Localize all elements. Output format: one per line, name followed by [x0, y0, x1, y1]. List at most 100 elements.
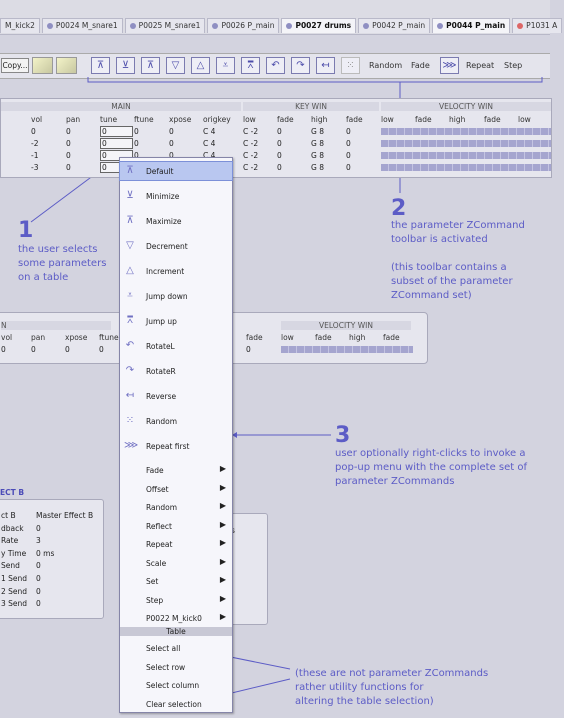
table-cell[interactable]: 0: [100, 150, 133, 161]
effect-param-value[interactable]: 0: [36, 599, 41, 609]
velocity-bar[interactable]: [381, 140, 551, 147]
copy-button[interactable]: Copy...: [1, 58, 29, 73]
column-header[interactable]: pan: [31, 333, 46, 342]
submenu-fade[interactable]: Fade▶: [120, 461, 232, 479]
table-cell[interactable]: 0: [346, 139, 351, 148]
column-header[interactable]: ftune: [134, 115, 154, 124]
submenu-p0022-m_kick0[interactable]: P0022 M_kick0▶: [120, 609, 232, 627]
reverse-icon[interactable]: ↤: [316, 57, 335, 74]
open-cube-icon[interactable]: [56, 57, 77, 74]
cube-icon[interactable]: [32, 57, 53, 74]
menu-item-jump-down[interactable]: ⩡Jump down: [120, 287, 232, 305]
menu-item-select-all[interactable]: Select all: [120, 639, 232, 657]
effect-param-value[interactable]: Master Effect B: [36, 511, 94, 520]
menu-item-reverse[interactable]: ↤Reverse: [120, 387, 232, 405]
column-header[interactable]: xpose: [169, 115, 192, 124]
table-cell[interactable]: C 4: [203, 139, 216, 148]
table-cell[interactable]: C -2: [243, 151, 259, 160]
jump-down-icon[interactable]: ⩡: [216, 57, 235, 74]
submenu-set[interactable]: Set▶: [120, 572, 232, 590]
tab-3[interactable]: P0026 P_main: [207, 18, 280, 33]
table-cell[interactable]: 0: [134, 151, 139, 160]
column-header[interactable]: high: [311, 115, 328, 124]
table-cell[interactable]: 0: [134, 139, 139, 148]
menu-item-rotater[interactable]: ↷RotateR: [120, 362, 232, 380]
menu-item-minimize[interactable]: ⊻Minimize: [120, 187, 232, 205]
table-cell[interactable]: C -2: [243, 139, 259, 148]
repeat-label[interactable]: Repeat: [466, 61, 495, 70]
table-cell[interactable]: 0: [66, 151, 71, 160]
menu-item-repeat-first[interactable]: ⋙Repeat first: [120, 437, 232, 455]
random-label[interactable]: Random: [369, 61, 403, 70]
column-header[interactable]: high: [349, 333, 366, 342]
tab-6[interactable]: P0044 P_main: [432, 18, 511, 33]
column-header[interactable]: origkey: [203, 115, 231, 124]
menu-item-decrement[interactable]: ▽Decrement: [120, 237, 232, 255]
table-cell[interactable]: 0: [66, 139, 71, 148]
column-header[interactable]: fade: [484, 115, 501, 124]
submenu-offset[interactable]: Offset▶: [120, 480, 232, 498]
velocity-bar[interactable]: [381, 152, 551, 159]
maximize-icon[interactable]: ⊼: [141, 57, 160, 74]
table-cell[interactable]: -1: [31, 151, 39, 160]
table-cell[interactable]: 0: [246, 345, 251, 354]
submenu-reflect[interactable]: Reflect▶: [120, 517, 232, 535]
table-cell[interactable]: 0: [169, 139, 174, 148]
submenu-step[interactable]: Step▶: [120, 591, 232, 609]
menu-item-increment[interactable]: △Increment: [120, 262, 232, 280]
table-cell[interactable]: G 8: [311, 163, 324, 172]
menu-item-select-row[interactable]: Select row: [120, 658, 232, 676]
fade-label[interactable]: Fade: [411, 61, 430, 70]
rotate-right-icon[interactable]: ↷: [291, 57, 310, 74]
velocity-bar[interactable]: [381, 164, 551, 171]
velocity-bar[interactable]: [381, 128, 551, 135]
table-cell[interactable]: 0: [100, 126, 133, 137]
table-cell[interactable]: -3: [31, 163, 39, 172]
default-icon[interactable]: ⊼: [91, 57, 110, 74]
table-cell[interactable]: 0: [100, 138, 133, 149]
column-header[interactable]: low: [381, 115, 394, 124]
effect-param-value[interactable]: 0: [36, 586, 41, 596]
column-header[interactable]: low: [281, 333, 294, 342]
rotate-left-icon[interactable]: ↶: [266, 57, 285, 74]
column-header[interactable]: low: [518, 115, 531, 124]
column-header[interactable]: vol: [31, 115, 43, 124]
menu-item-default[interactable]: ⊼Default: [119, 161, 233, 181]
table-cell[interactable]: 0: [31, 345, 36, 354]
table-cell[interactable]: 0: [66, 163, 71, 172]
column-header[interactable]: xpose: [65, 333, 88, 342]
minimize-icon[interactable]: ⊻: [116, 57, 135, 74]
menu-item-clear-selection[interactable]: Clear selection: [120, 695, 232, 713]
step-label[interactable]: Step: [504, 61, 523, 70]
submenu-repeat[interactable]: Repeat▶: [120, 535, 232, 553]
random-icon[interactable]: ⁙: [341, 57, 360, 74]
table-cell[interactable]: 0: [1, 345, 6, 354]
tab-1[interactable]: P0024 M_snare1: [41, 18, 123, 33]
tab-2[interactable]: P0025 M_snare1: [124, 18, 206, 33]
menu-item-random[interactable]: ⁙Random: [120, 412, 232, 430]
column-header[interactable]: fade: [383, 333, 400, 342]
table-cell[interactable]: 0: [169, 127, 174, 136]
column-header[interactable]: fade: [246, 333, 263, 342]
effect-param-value[interactable]: 0: [36, 561, 41, 571]
table-cell[interactable]: -2: [31, 139, 39, 148]
table-cell[interactable]: 0: [346, 127, 351, 136]
table-cell[interactable]: 0: [31, 127, 36, 136]
column-header[interactable]: fade: [277, 115, 294, 124]
column-header[interactable]: fade: [346, 115, 363, 124]
submenu-scale[interactable]: Scale▶: [120, 554, 232, 572]
tab-5[interactable]: P0042 P_main: [358, 18, 431, 33]
table-cell[interactable]: 0: [66, 127, 71, 136]
tab-7[interactable]: P1031 A: [512, 18, 563, 33]
table-cell[interactable]: G 8: [311, 139, 324, 148]
effect-param-value[interactable]: 3: [36, 536, 41, 546]
column-header[interactable]: vol: [1, 333, 13, 342]
table-cell[interactable]: C -2: [243, 127, 259, 136]
column-header[interactable]: ftune: [99, 333, 119, 342]
table-cell[interactable]: 0: [277, 127, 282, 136]
column-header[interactable]: fade: [315, 333, 332, 342]
column-header[interactable]: pan: [66, 115, 81, 124]
table-cell[interactable]: 0: [65, 345, 70, 354]
table-cell[interactable]: G 8: [311, 151, 324, 160]
column-header[interactable]: fade: [415, 115, 432, 124]
